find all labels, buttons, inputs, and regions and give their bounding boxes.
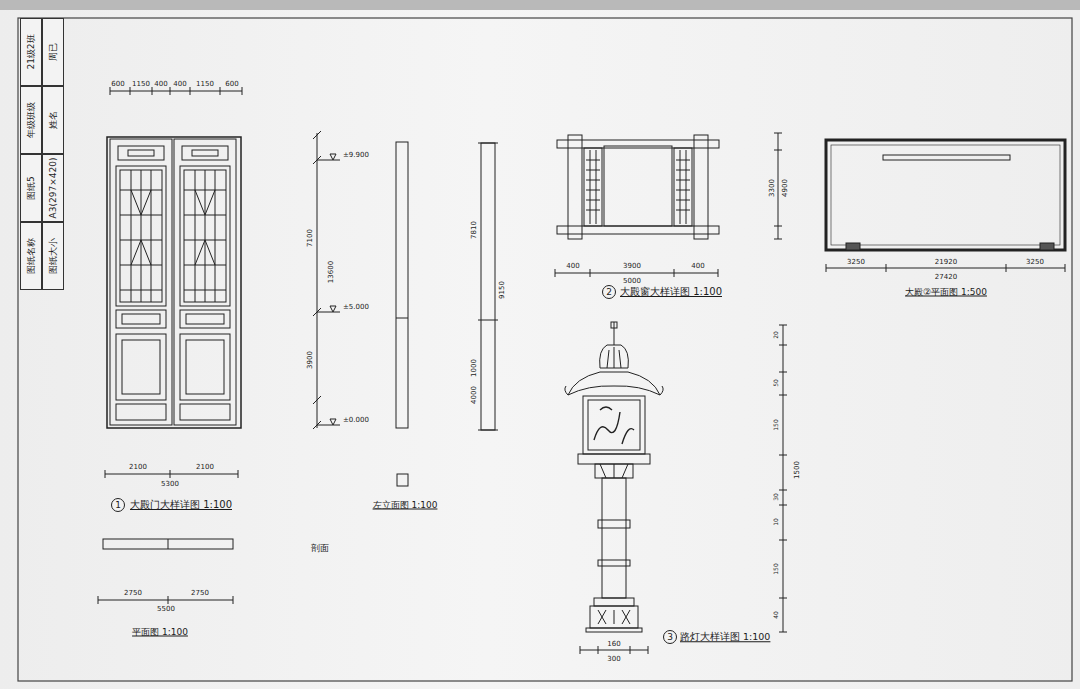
drawing-caption: 平面图 1:100 — [132, 628, 188, 637]
dimension-label: 5500 — [157, 606, 175, 613]
title-text: 姓名 — [49, 111, 58, 129]
dimension-label: 400 — [566, 263, 579, 270]
dimension-label: 600 — [111, 81, 124, 88]
dimension-label: 4000 — [471, 386, 478, 404]
dimension-label: 160 — [607, 641, 620, 648]
title-cell: A3(297×420) — [42, 154, 64, 222]
dimension-label: 5300 — [161, 481, 179, 488]
title-cell: 年级班级 — [20, 86, 42, 154]
title-block: 图纸名称 图纸5 年级班级 21级2班图纸大小 A3(297×420) 姓名 周已 — [20, 18, 64, 290]
dimension-label: 2750 — [124, 590, 142, 597]
title-text: A3(297×420) — [49, 158, 58, 219]
dimension-label: 4900 — [782, 179, 789, 197]
callout-circle: 1 — [111, 498, 125, 512]
callout-circle: 2 — [602, 285, 616, 299]
title-text: 年级班级 — [27, 102, 36, 138]
dimension-label: 剖面 — [311, 544, 329, 553]
dimension-label: 9150 — [499, 281, 506, 299]
dimension-label: 1150 — [196, 81, 214, 88]
dimension-label: 2750 — [191, 590, 209, 597]
dimension-label: 20 — [773, 331, 779, 339]
callout-number: 3 — [667, 633, 673, 642]
dimension-label: 400 — [173, 81, 186, 88]
dimension-label: 40 — [773, 611, 779, 619]
dimension-label: 3250 — [847, 259, 865, 266]
dimension-label: 3300 — [769, 179, 776, 197]
dimension-label: 1000 — [471, 359, 478, 377]
dimension-label: 1150 — [132, 81, 150, 88]
title-cell: 图纸名称 — [20, 222, 42, 290]
callout-circle: 3 — [663, 630, 677, 644]
dimension-label: ±0.000 — [343, 417, 369, 424]
drawing-caption: 左立面图 1:100 — [373, 501, 438, 510]
dimension-label: 600 — [225, 81, 238, 88]
dimension-label: 21920 — [935, 259, 957, 266]
title-cell: 姓名 — [42, 86, 64, 154]
title-text: 图纸5 — [27, 176, 36, 200]
dimension-label: 5000 — [623, 278, 641, 285]
title-text: 周已 — [49, 43, 58, 61]
dimension-label: 3900 — [623, 263, 641, 270]
drawing-caption: 路灯大样详图 1:100 — [680, 632, 770, 642]
title-cell: 周已 — [42, 18, 64, 86]
drawing-caption: 大殿门大样详图 1:100 — [130, 500, 232, 510]
dimension-label: 2100 — [129, 464, 147, 471]
dimension-label: 3900 — [307, 351, 314, 369]
dimension-label: 27420 — [935, 274, 957, 281]
callout-number: 1 — [115, 501, 121, 510]
callout-number: 2 — [606, 288, 612, 297]
title-cell: 图纸5 — [20, 154, 42, 222]
dimension-label: 13600 — [328, 261, 335, 283]
title-cell: 图纸大小 — [42, 222, 64, 290]
dimension-label: 7100 — [307, 229, 314, 247]
dimension-label: 150 — [773, 419, 779, 430]
dimension-label: ±5.000 — [343, 304, 369, 311]
dimension-label: ±9.900 — [343, 152, 369, 159]
dimension-label: 3250 — [1026, 259, 1044, 266]
title-text: 图纸名称 — [27, 238, 36, 274]
dimension-label: 30 — [773, 493, 779, 501]
dimension-label: 10 — [773, 518, 779, 526]
dimension-label: 150 — [773, 563, 779, 574]
drawing-caption: 大殿窗大样详图 1:100 — [620, 287, 722, 297]
dimension-label: 7810 — [471, 221, 478, 239]
title-text: 图纸大小 — [49, 238, 58, 274]
drawing-caption: 大殿②平面图 1:500 — [905, 288, 987, 297]
dimension-label: 2100 — [196, 464, 214, 471]
title-text: 21级2班 — [27, 34, 36, 69]
dimension-label: 400 — [154, 81, 167, 88]
title-cell: 21级2班 — [20, 18, 42, 86]
dimension-label: 50 — [773, 379, 779, 387]
dimension-label: 300 — [607, 656, 620, 663]
dimension-label: 400 — [691, 263, 704, 270]
dimension-label: 1500 — [794, 461, 801, 479]
